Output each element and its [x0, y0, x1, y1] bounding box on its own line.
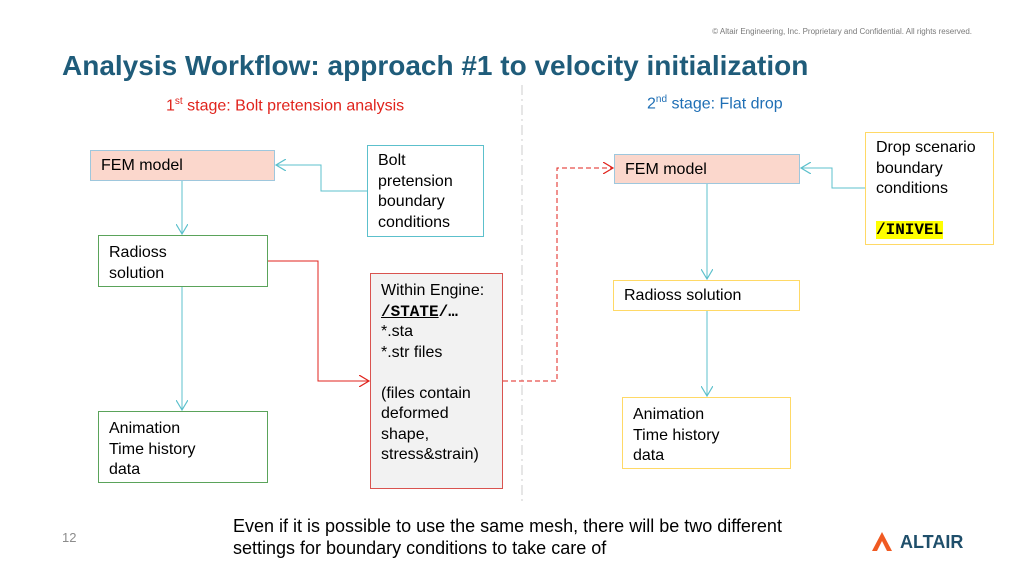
arrow-radioss-to-engine [268, 260, 369, 381]
stage1-heading: 1st stage: Bolt pretension analysis [166, 96, 405, 115]
engine-note-line: stress&strain) [381, 446, 479, 463]
radioss-line: Radioss [109, 244, 167, 261]
page-number: 12 [62, 530, 77, 545]
radioss-solution-box-stage2: Radioss solution [613, 280, 800, 311]
bolt-bc-line: boundary [378, 193, 445, 210]
animation-line: Animation [109, 420, 181, 437]
bolt-bc-line: Bolt [378, 152, 406, 169]
slide-title: Analysis Workflow: approach #1 to veloci… [62, 50, 809, 81]
fem-model-box-stage2: FEM model [614, 154, 800, 184]
altair-logo-icon: ALTAIR [872, 532, 963, 552]
arrow-engine-to-fem2 [503, 168, 613, 382]
engine-note-line: (files contain [381, 384, 471, 402]
animation-output-box-stage1: Animation Time history data [98, 411, 268, 483]
engine-line: *.str files [381, 343, 443, 361]
animation-line: Time history [633, 426, 720, 444]
inivel-keyword: /INIVEL [876, 221, 944, 239]
engine-line: *.sta [381, 323, 414, 340]
radioss-solution-box-stage1: Radioss solution [98, 235, 268, 287]
bolt-pretension-bc-box: Bolt pretension boundary conditions [367, 145, 484, 237]
footnote-text: Even if it is possible to use the same m… [233, 516, 782, 558]
engine-note-line: deformed [381, 405, 449, 422]
drop-scenario-bc-box: Drop scenario boundary conditions /INIVE… [865, 132, 994, 245]
drop-bc-line: Drop scenario [876, 139, 976, 156]
bolt-bc-line: conditions [378, 213, 451, 231]
animation-line: Animation [633, 406, 705, 423]
arrow-drop-to-fem2 [801, 168, 865, 189]
animation-line: data [109, 461, 141, 478]
drop-bc-line: conditions [876, 180, 949, 197]
engine-note-line: shape, [381, 425, 430, 443]
drop-bc-line: boundary [876, 159, 943, 177]
fem-model-box-stage1: FEM model [90, 150, 275, 181]
stage2-heading: 2nd stage: Flat drop [647, 94, 783, 113]
radioss-line: solution [109, 264, 165, 282]
arrow-bolt-to-fem [276, 165, 367, 192]
animation-output-box-stage2: Animation Time history data [622, 397, 791, 469]
state-keyword: /STATE/… [381, 302, 458, 321]
copyright-notice: © Altair Engineering, Inc. Proprietary a… [712, 27, 972, 36]
animation-line: data [633, 447, 665, 464]
bolt-bc-line: pretension [378, 172, 453, 190]
logo-wordmark: ALTAIR [900, 532, 963, 552]
engine-state-box: Within Engine: /STATE/… *.sta *.str file… [370, 273, 503, 489]
altair-logo: ALTAIR [870, 529, 975, 558]
animation-line: Time history [109, 440, 196, 458]
engine-line: Within Engine: [381, 282, 485, 299]
